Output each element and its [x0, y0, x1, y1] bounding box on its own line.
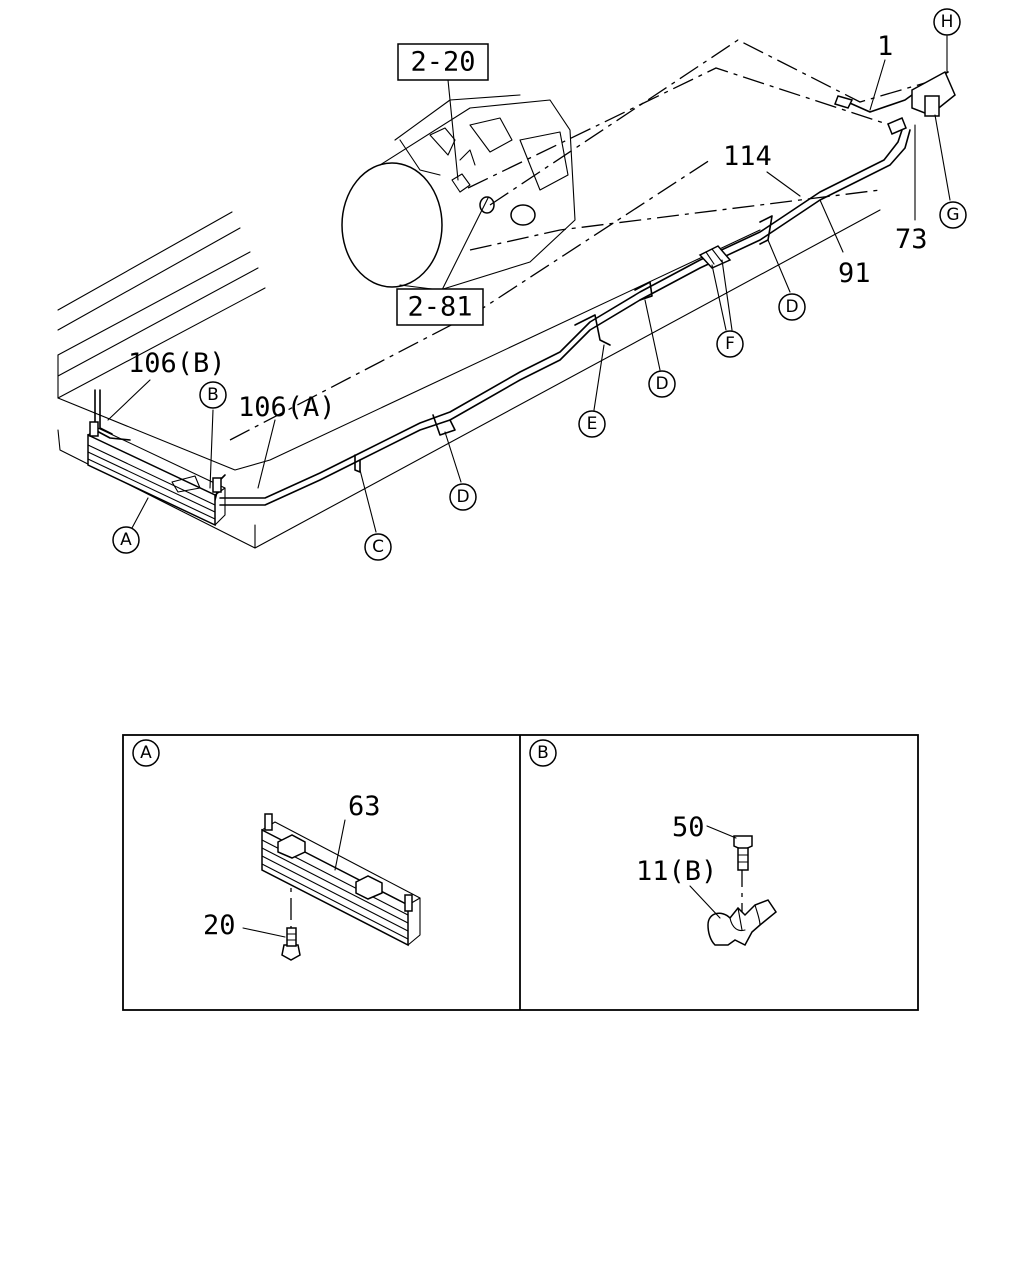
callout-h-letter: H	[941, 12, 954, 32]
label-part-11b: 11(B)	[636, 856, 717, 887]
callout-c: C	[364, 533, 392, 561]
cooler-lines	[94, 71, 949, 506]
callout-d-1: D	[778, 293, 806, 321]
callout-b: B	[199, 381, 227, 409]
detail-a-tag: A	[140, 743, 152, 763]
label-part-1: 1	[877, 31, 893, 62]
oil-cooler	[87, 421, 226, 527]
label-part-73: 73	[895, 224, 928, 255]
callout-h: H	[933, 8, 961, 36]
detail-b-tag: B	[537, 743, 549, 763]
oil-cooler-detail	[261, 813, 421, 947]
callout-d-2-letter: D	[655, 374, 668, 394]
leaders	[107, 35, 951, 533]
callout-e: E	[578, 410, 606, 438]
label-part-106b: 106(B)	[128, 348, 226, 379]
callout-f-letter: F	[725, 334, 735, 354]
callout-f: F	[716, 330, 744, 358]
label-part-63: 63	[348, 791, 381, 822]
ref-box-2-81-text: 2-81	[407, 292, 472, 323]
detail-a: A 63 20	[132, 739, 421, 961]
callout-c-letter: C	[372, 537, 384, 557]
bolt-50	[733, 835, 753, 871]
callout-d-3-letter: D	[456, 487, 469, 507]
label-part-91: 91	[838, 258, 871, 289]
ref-box-2-20-text: 2-20	[410, 47, 475, 78]
ref-box-2-81: 2-81	[396, 288, 484, 326]
bolt-20	[281, 927, 301, 961]
label-part-50: 50	[672, 812, 705, 843]
detail-b: B 50 11(B)	[529, 739, 778, 946]
chassis-frame	[57, 209, 881, 549]
callout-d-2: D	[648, 370, 676, 398]
callout-d-1-letter: D	[785, 297, 798, 317]
label-part-106a: 106(A)	[238, 392, 336, 423]
callout-e-letter: E	[587, 414, 598, 434]
detail-panels	[122, 734, 919, 1011]
callout-b-letter: B	[207, 385, 219, 405]
callout-g: G	[939, 201, 967, 229]
callout-a: A	[112, 526, 140, 554]
ref-box-2-20: 2-20	[397, 43, 489, 81]
label-part-114: 114	[723, 141, 772, 172]
callout-d-3: D	[449, 483, 477, 511]
transmission	[341, 94, 576, 291]
reference-lines	[229, 39, 936, 945]
label-part-20: 20	[203, 910, 236, 941]
callout-g-letter: G	[946, 205, 959, 225]
callout-a-letter: A	[120, 530, 132, 550]
